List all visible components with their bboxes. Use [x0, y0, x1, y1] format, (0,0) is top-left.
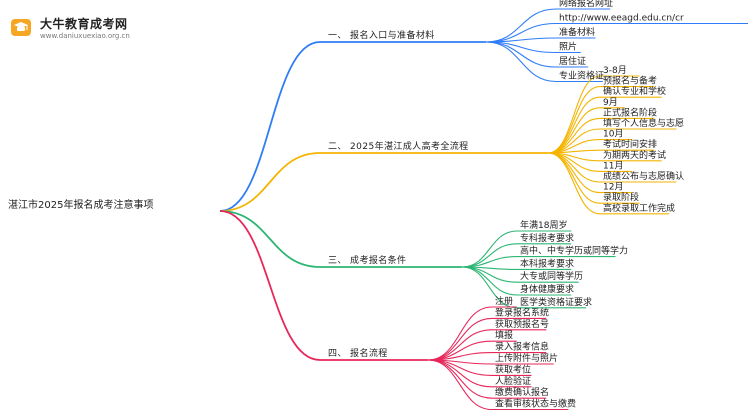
leaf-node[interactable]: 专业资格证 — [559, 70, 604, 82]
leaf-node[interactable]: 获取预报名号 — [495, 318, 549, 330]
leaf-link — [427, 340, 493, 361]
leaf-link — [461, 243, 518, 268]
leaf-node[interactable]: 上传附件与照片 — [495, 352, 558, 364]
leaf-link — [427, 359, 493, 410]
branch-node-1[interactable]: 一、 报名入口与准备材料 — [328, 29, 435, 41]
leaf-link — [547, 152, 601, 215]
leaf-node[interactable]: 成绩公布与志愿确认 — [603, 170, 684, 182]
leaf-node[interactable]: 正式报名阶段 — [603, 106, 657, 118]
branch-link-3 — [219, 210, 321, 268]
leaf-node[interactable]: 11月 — [603, 160, 623, 171]
leaf-node[interactable]: 本科报考要求 — [520, 257, 574, 269]
site-logo[interactable]: 大牛教育成考网 www.daniuxuexiao.org.cn — [8, 12, 138, 46]
leaf-link — [485, 22, 557, 43]
leaf-node[interactable]: 3-8月 — [603, 65, 627, 76]
leaf-node[interactable]: 大专或同等学历 — [520, 270, 583, 282]
logo-title: 大牛教育成考网 — [40, 17, 128, 31]
leaf-link — [547, 128, 601, 154]
leaf-node[interactable]: 缴费确认报名 — [495, 386, 549, 398]
leaf-link — [485, 41, 557, 68]
leaf-node[interactable]: 录入报考信息 — [495, 341, 549, 353]
branch-link-1 — [219, 41, 321, 212]
leaf-node[interactable]: 为期两天的考试 — [603, 149, 666, 161]
leaf-node[interactable]: 获取考位 — [495, 363, 531, 375]
leaf-link — [485, 37, 557, 43]
leaf-node[interactable]: 准备材料 — [559, 26, 595, 38]
leaf-node[interactable]: 确认专业和学校 — [603, 85, 666, 97]
branch-link-2 — [219, 152, 321, 212]
leaf-node[interactable]: 人脸验证 — [495, 375, 531, 387]
leaf-node[interactable]: 年满18周岁 — [520, 219, 567, 231]
leaf-node[interactable]: 高校录取工作完成 — [603, 202, 675, 214]
node-layer: 湛江市2025年报名成考注意事项 一、 报名入口与准备材料 网络报名网址 http:/… — [8, 0, 684, 410]
leaf-node[interactable]: 12月 — [603, 182, 623, 193]
leaf-node[interactable]: 查看审核状态与缴费 — [495, 398, 576, 410]
leaf-node[interactable]: 医学类资格证要求 — [520, 296, 592, 308]
leaf-link — [461, 266, 518, 296]
leaf-link — [427, 359, 493, 399]
leaf-node[interactable]: 照片 — [559, 41, 577, 53]
leaf-link — [427, 317, 493, 361]
leaf-link — [547, 152, 601, 194]
link-layer — [219, 8, 748, 410]
leaf-node[interactable]: 9月 — [603, 97, 618, 108]
branch-link-4 — [219, 210, 321, 361]
branch-node-2[interactable]: 二、 2025年湛江成人高考全流程 — [328, 140, 469, 152]
leaf-node[interactable]: 网络报名网址 — [559, 0, 613, 9]
leaf-node[interactable]: 10月 — [603, 129, 623, 140]
branch-node-3[interactable]: 三、 成考报名条件 — [328, 254, 406, 266]
leaf-node[interactable]: 录取阶段 — [603, 191, 639, 203]
leaf-node[interactable]: http://www.eeagd.edu.cn/cr — [559, 14, 684, 24]
root-node[interactable]: 湛江市2025年报名成考注意事项 — [8, 198, 153, 211]
leaf-node[interactable]: 注册 — [495, 295, 513, 307]
leaf-node[interactable]: 填写个人信息与志愿 — [603, 117, 684, 129]
leaf-link — [427, 306, 493, 361]
leaf-link — [485, 8, 557, 43]
branch-node-4[interactable]: 四、 报名流程 — [328, 347, 388, 359]
leaf-node[interactable]: 高中、中专学历或同等学力 — [520, 245, 628, 257]
leaf-node[interactable]: 登录报名系统 — [495, 306, 549, 318]
leaf-link — [547, 96, 601, 154]
leaf-node[interactable]: 考试时间安排 — [603, 138, 657, 150]
leaf-node[interactable]: 填报 — [495, 329, 513, 341]
graduation-cap-icon — [11, 19, 31, 36]
leaf-link — [485, 41, 557, 83]
leaf-node[interactable]: 专科报考要求 — [520, 232, 574, 244]
leaf-node[interactable]: 预报名与备考 — [603, 75, 657, 87]
leaf-node[interactable]: 居住证 — [559, 55, 586, 67]
logo-url: www.daniuxuexiao.org.cn — [40, 32, 130, 40]
leaf-link — [547, 117, 601, 154]
leaf-node[interactable]: 身体健康要求 — [520, 283, 574, 295]
